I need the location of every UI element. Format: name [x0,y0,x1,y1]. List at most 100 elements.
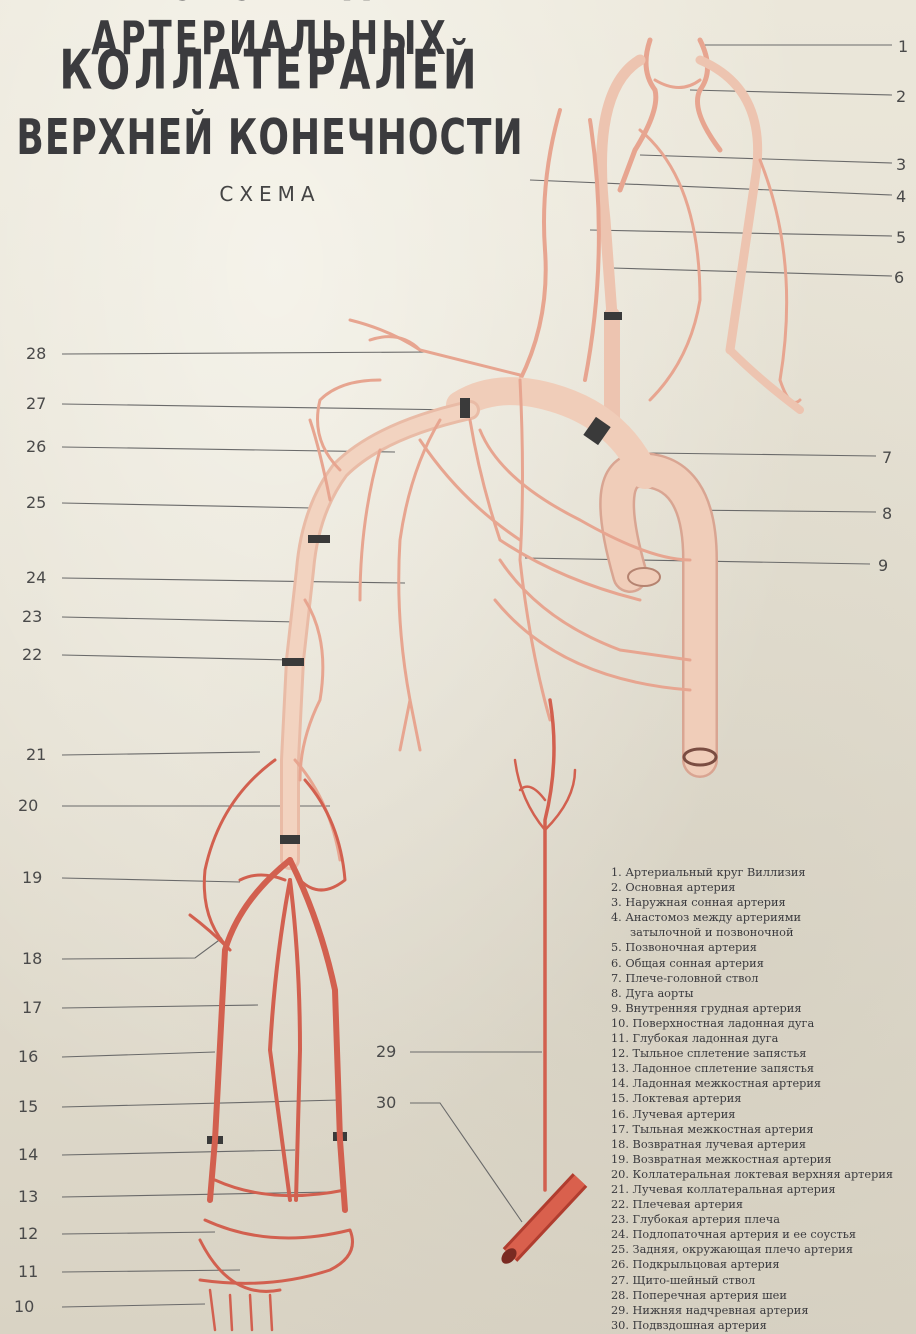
aorta-arch [617,470,700,760]
legend-item: 21. Лучевая коллатеральная артерия [611,1182,893,1197]
callout-28: 28 [26,346,46,362]
aorta-cut [628,568,660,586]
callout-30: 30 [376,1095,396,1111]
legend-item: 30. Подвздошная артерия [611,1318,893,1333]
leader-line-22 [62,655,290,660]
leader-line-18 [62,938,222,959]
vessel-interosseous [290,880,300,1200]
leader-line-23 [62,617,298,622]
main-trunk [290,391,716,860]
vessel-branch [410,700,420,750]
vessel-branch [370,337,420,350]
vessel-basilar [655,80,700,88]
vessel-interosseous [270,880,290,1200]
callout-7: 7 [882,450,892,466]
clamp [460,398,470,418]
vessel-vertebral [585,120,599,380]
legend-item: затылочной и позвоночной [611,925,893,940]
vessel-right-neck [760,160,800,403]
legend-item: 18. Возвратная лучевая артерия [611,1137,893,1152]
callout-6: 6 [894,270,904,286]
leader-line-16 [62,1052,215,1057]
callout-23: 23 [22,609,42,625]
leader-line-17 [62,1005,258,1008]
callout-16: 16 [18,1049,38,1065]
legend-item: 3. Наружная сонная артерия [611,895,893,910]
legend-item: 20. Коллатеральная локтевая верхняя арте… [611,1167,893,1182]
vessel-intercostal [480,430,690,560]
callout-8: 8 [882,506,892,522]
callout-1: 1 [898,39,908,55]
legend-item: 7. Плече-головной ствол [611,971,893,986]
legend-item: 23. Глубокая артерия плеча [611,1212,893,1227]
clamp [282,658,304,666]
callout-18: 18 [22,951,42,967]
vessel-external-carotid [700,60,758,350]
leader-line-24 [62,578,405,583]
legend-item: 8. Дуга аорты [611,986,893,1001]
leader-line-12 [62,1232,215,1234]
callout-29: 29 [376,1044,396,1060]
vessel-inferior-epigastric [545,700,554,1190]
leader-line-10 [62,1304,205,1307]
legend-item: 6. Общая сонная артерия [611,956,893,971]
callout-24: 24 [26,570,46,586]
legend-item: 27. Щито-шейный ствол [611,1273,893,1288]
callout-27: 27 [26,396,46,412]
callout-25: 25 [26,495,46,511]
legend-item: 17. Тыльная межкостная артерия [611,1122,893,1137]
leader-line-21 [62,752,260,755]
callout-3: 3 [896,157,906,173]
vessel-intercostal [500,560,690,660]
leader-line-25 [62,503,312,508]
leader-line-26 [62,447,395,452]
legend-item: 29. Нижняя надчревная артерия [611,1303,893,1318]
callout-9: 9 [878,558,888,574]
leader-line-11 [62,1270,240,1272]
legend-item: 4. Анастомоз между артериями [611,910,893,925]
vessel-right-subclavian [730,350,800,410]
legend-item: 22. Плечевая артерия [611,1197,893,1212]
head-neck-vessels [520,40,800,430]
leader-line-7 [650,453,876,456]
callout-2: 2 [896,89,906,105]
callout-20: 20 [18,798,38,814]
legend-item: 12. Тыльное сплетение запястья [611,1046,893,1061]
legend-item: 15. Локтевая артерия [611,1091,893,1106]
callout-21: 21 [26,747,46,763]
legend-list: 1. Артериальный круг Виллизия 2. Основна… [611,865,893,1333]
leader-line-5 [590,230,892,236]
legend-item: 1. Артериальный круг Виллизия [611,865,893,880]
callout-12: 12 [18,1226,38,1242]
legend-item: 19. Возвратная межкостная артерия [611,1152,893,1167]
legend-item: 2. Основная артерия [611,880,893,895]
vessel-occipital [520,110,560,380]
vessel-internal-thoracic [520,380,550,720]
leader-line-2 [690,90,892,95]
leader-line-30 [410,1103,522,1222]
vessel-transverse-neck [350,320,520,375]
callout-15: 15 [18,1099,38,1115]
legend-item: 14. Ладонная межкостная артерия [611,1076,893,1091]
leader-line-6 [612,268,892,276]
vessel-branch [240,875,285,880]
vessel-collateral [295,760,340,860]
legend-item: 5. Позвоночная артерия [611,940,893,955]
vessel-branch [360,450,380,600]
vessel-branch [420,440,520,540]
legend-item: 10. Поверхностная ладонная дуга [611,1016,893,1031]
callout-14: 14 [18,1147,38,1163]
callout-19: 19 [22,870,42,886]
legend-item: 25. Задняя, окружающая плечо артерия [611,1242,893,1257]
vessel-intercostal [495,600,690,690]
legend-item: 11. Глубокая ладонная дуга [611,1031,893,1046]
callout-26: 26 [26,439,46,455]
callout-22: 22 [22,647,42,663]
callout-5: 5 [896,230,906,246]
legend-item: 28. Поперечная артерия шеи [611,1288,893,1303]
clamp [308,535,330,543]
legend-item: 26. Подкрыльцовая артерия [611,1257,893,1272]
callout-13: 13 [18,1189,38,1205]
callout-10: 10 [14,1299,34,1315]
aorta-lower-cut [684,749,716,765]
